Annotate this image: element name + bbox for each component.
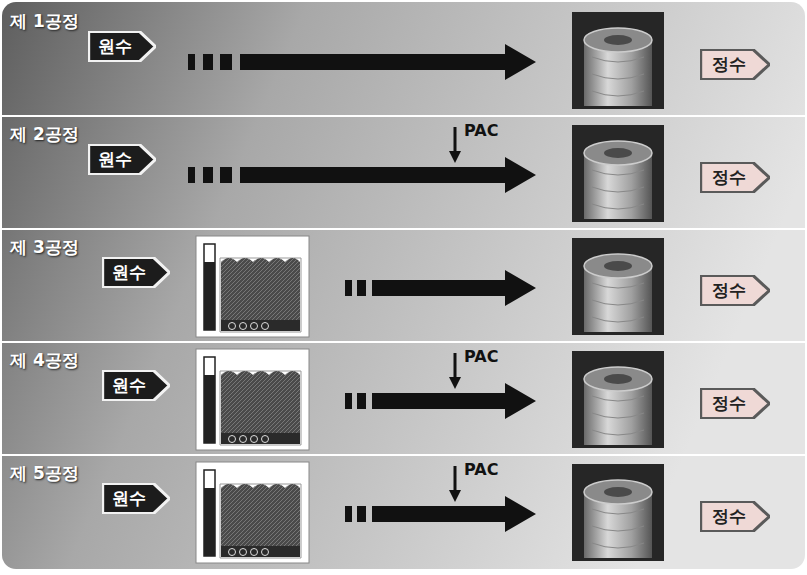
tag-text: 정수 — [712, 392, 746, 415]
raw-water-tag: 원수 — [88, 144, 156, 175]
chemical-label: PAC — [464, 347, 498, 366]
treated-water-tag: 정수 — [700, 275, 770, 306]
process-row: 제 5공정원수정수 — [2, 456, 805, 568]
process-row: 제 2공정원수정수 — [2, 117, 805, 229]
tag-text: 원수 — [98, 35, 132, 58]
process-row-art — [196, 349, 664, 450]
treated-water-tag: 정수 — [700, 162, 770, 193]
process-row-art — [196, 236, 664, 337]
tag-text: 정수 — [712, 505, 746, 528]
tag-text: 정수 — [712, 279, 746, 302]
treated-water-tag: 정수 — [700, 501, 770, 532]
tag-text: 원수 — [112, 374, 146, 397]
treated-water-tag: 정수 — [700, 388, 770, 419]
raw-water-tag: 원수 — [102, 257, 170, 288]
process-title: 제 1공정 — [10, 10, 79, 33]
tag-text: 원수 — [112, 487, 146, 510]
chemical-label: PAC — [464, 460, 498, 479]
process-row: 제 3공정원수정수 — [2, 230, 805, 342]
chemical-label: PAC — [464, 121, 498, 140]
raw-water-tag: 원수 — [102, 370, 170, 401]
tag-text: 정수 — [712, 166, 746, 189]
raw-water-tag: 원수 — [102, 483, 170, 514]
process-row: 제 4공정원수정수 — [2, 343, 805, 455]
process-title: 제 5공정 — [10, 462, 79, 485]
row-dividers — [2, 116, 805, 455]
process-row-art — [188, 125, 664, 222]
tag-text: 원수 — [112, 261, 146, 284]
process-row-art — [196, 462, 664, 563]
process-row: 제 1공정원수정수 — [2, 4, 805, 116]
process-title: 제 3공정 — [10, 236, 79, 259]
process-title: 제 2공정 — [10, 123, 79, 146]
raw-water-tag: 원수 — [88, 31, 156, 62]
tag-text: 정수 — [712, 53, 746, 76]
process-row-art — [188, 12, 664, 109]
tag-text: 원수 — [98, 148, 132, 171]
treated-water-tag: 정수 — [700, 49, 770, 80]
process-title: 제 4공정 — [10, 349, 79, 372]
